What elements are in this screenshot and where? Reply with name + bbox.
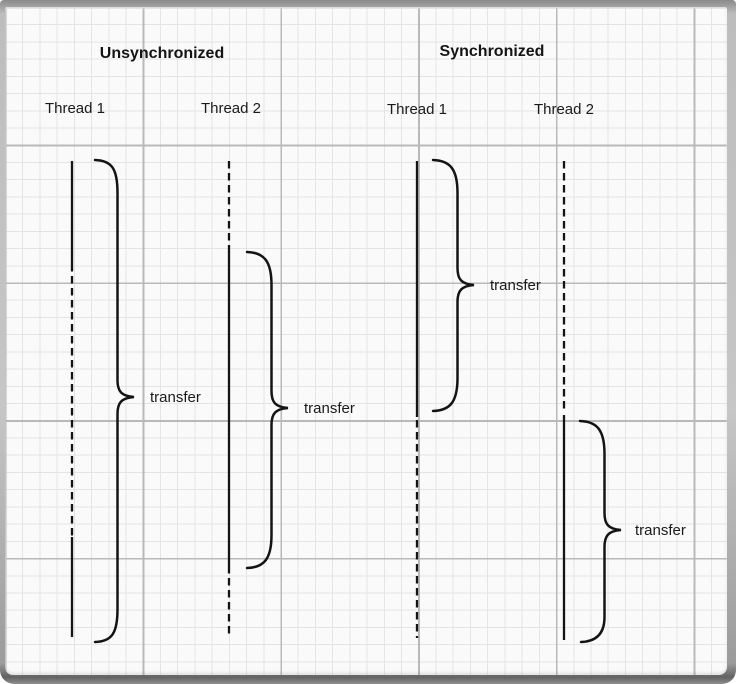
transfer-brace-unsync-thread1 [93,158,135,644]
transfer-label-unsync-thread1: transfer [150,389,201,406]
thread-label-unsync-1: Thread 1 [45,100,105,117]
transfer-brace-unsync-thread2 [245,250,289,570]
thread-label-sync-1: Thread 1 [387,101,447,118]
panel-title-synchronized: Synchronized [440,43,545,60]
thread-label-sync-2: Thread 2 [534,101,594,118]
transfer-label-sync-thread1: transfer [490,277,541,294]
transfer-label-sync-thread2: transfer [635,522,686,539]
panel-title-unsynchronized: Unsynchronized [100,45,224,62]
transfer-label-unsync-thread2: transfer [304,400,355,417]
graph-paper [5,7,727,675]
transfer-brace-sync-thread2 [578,419,622,644]
transfer-brace-sync-thread1 [431,158,475,413]
thread-label-unsync-2: Thread 2 [201,100,261,117]
